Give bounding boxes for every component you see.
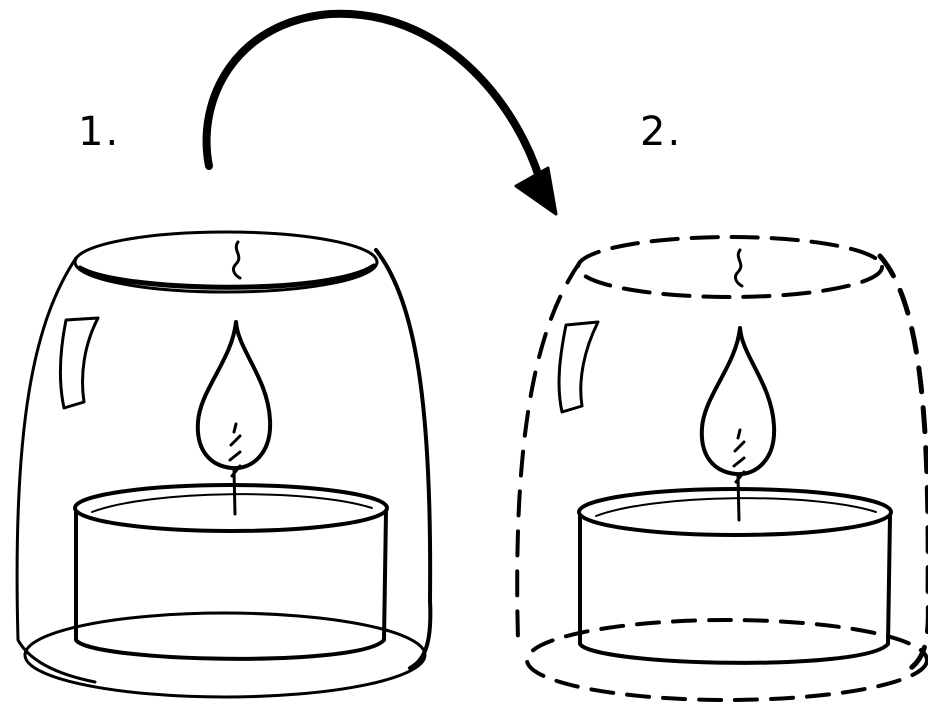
saucer-2 <box>527 620 927 700</box>
candle-1-body <box>76 512 386 659</box>
rim-squiggle-1 <box>233 242 240 278</box>
jar-2-left-side <box>517 262 580 640</box>
glass-highlight-1 <box>60 318 98 408</box>
saucer-1 <box>25 613 425 697</box>
candle-1-top <box>75 485 387 531</box>
scene-1-solid-jar <box>17 232 430 697</box>
jar-2-top-rim <box>578 237 882 297</box>
candle-1-inner-rim <box>92 494 372 512</box>
jar-1-left-side <box>17 258 95 682</box>
scene-2-dashed-jar <box>517 237 928 700</box>
candle-2-inner-rim <box>596 498 876 516</box>
curved-arrow-icon <box>207 14 556 214</box>
candle-2-top <box>579 489 891 535</box>
jar-1-top-rim <box>75 232 377 292</box>
flame-1 <box>198 322 270 468</box>
flame-2 <box>702 328 774 474</box>
candle-2-body <box>580 516 890 663</box>
glass-highlight-2 <box>559 322 598 412</box>
step-2-label: 2. <box>640 112 682 152</box>
rim-squiggle-2 <box>735 250 742 286</box>
step-1-label: 1. <box>78 112 120 152</box>
